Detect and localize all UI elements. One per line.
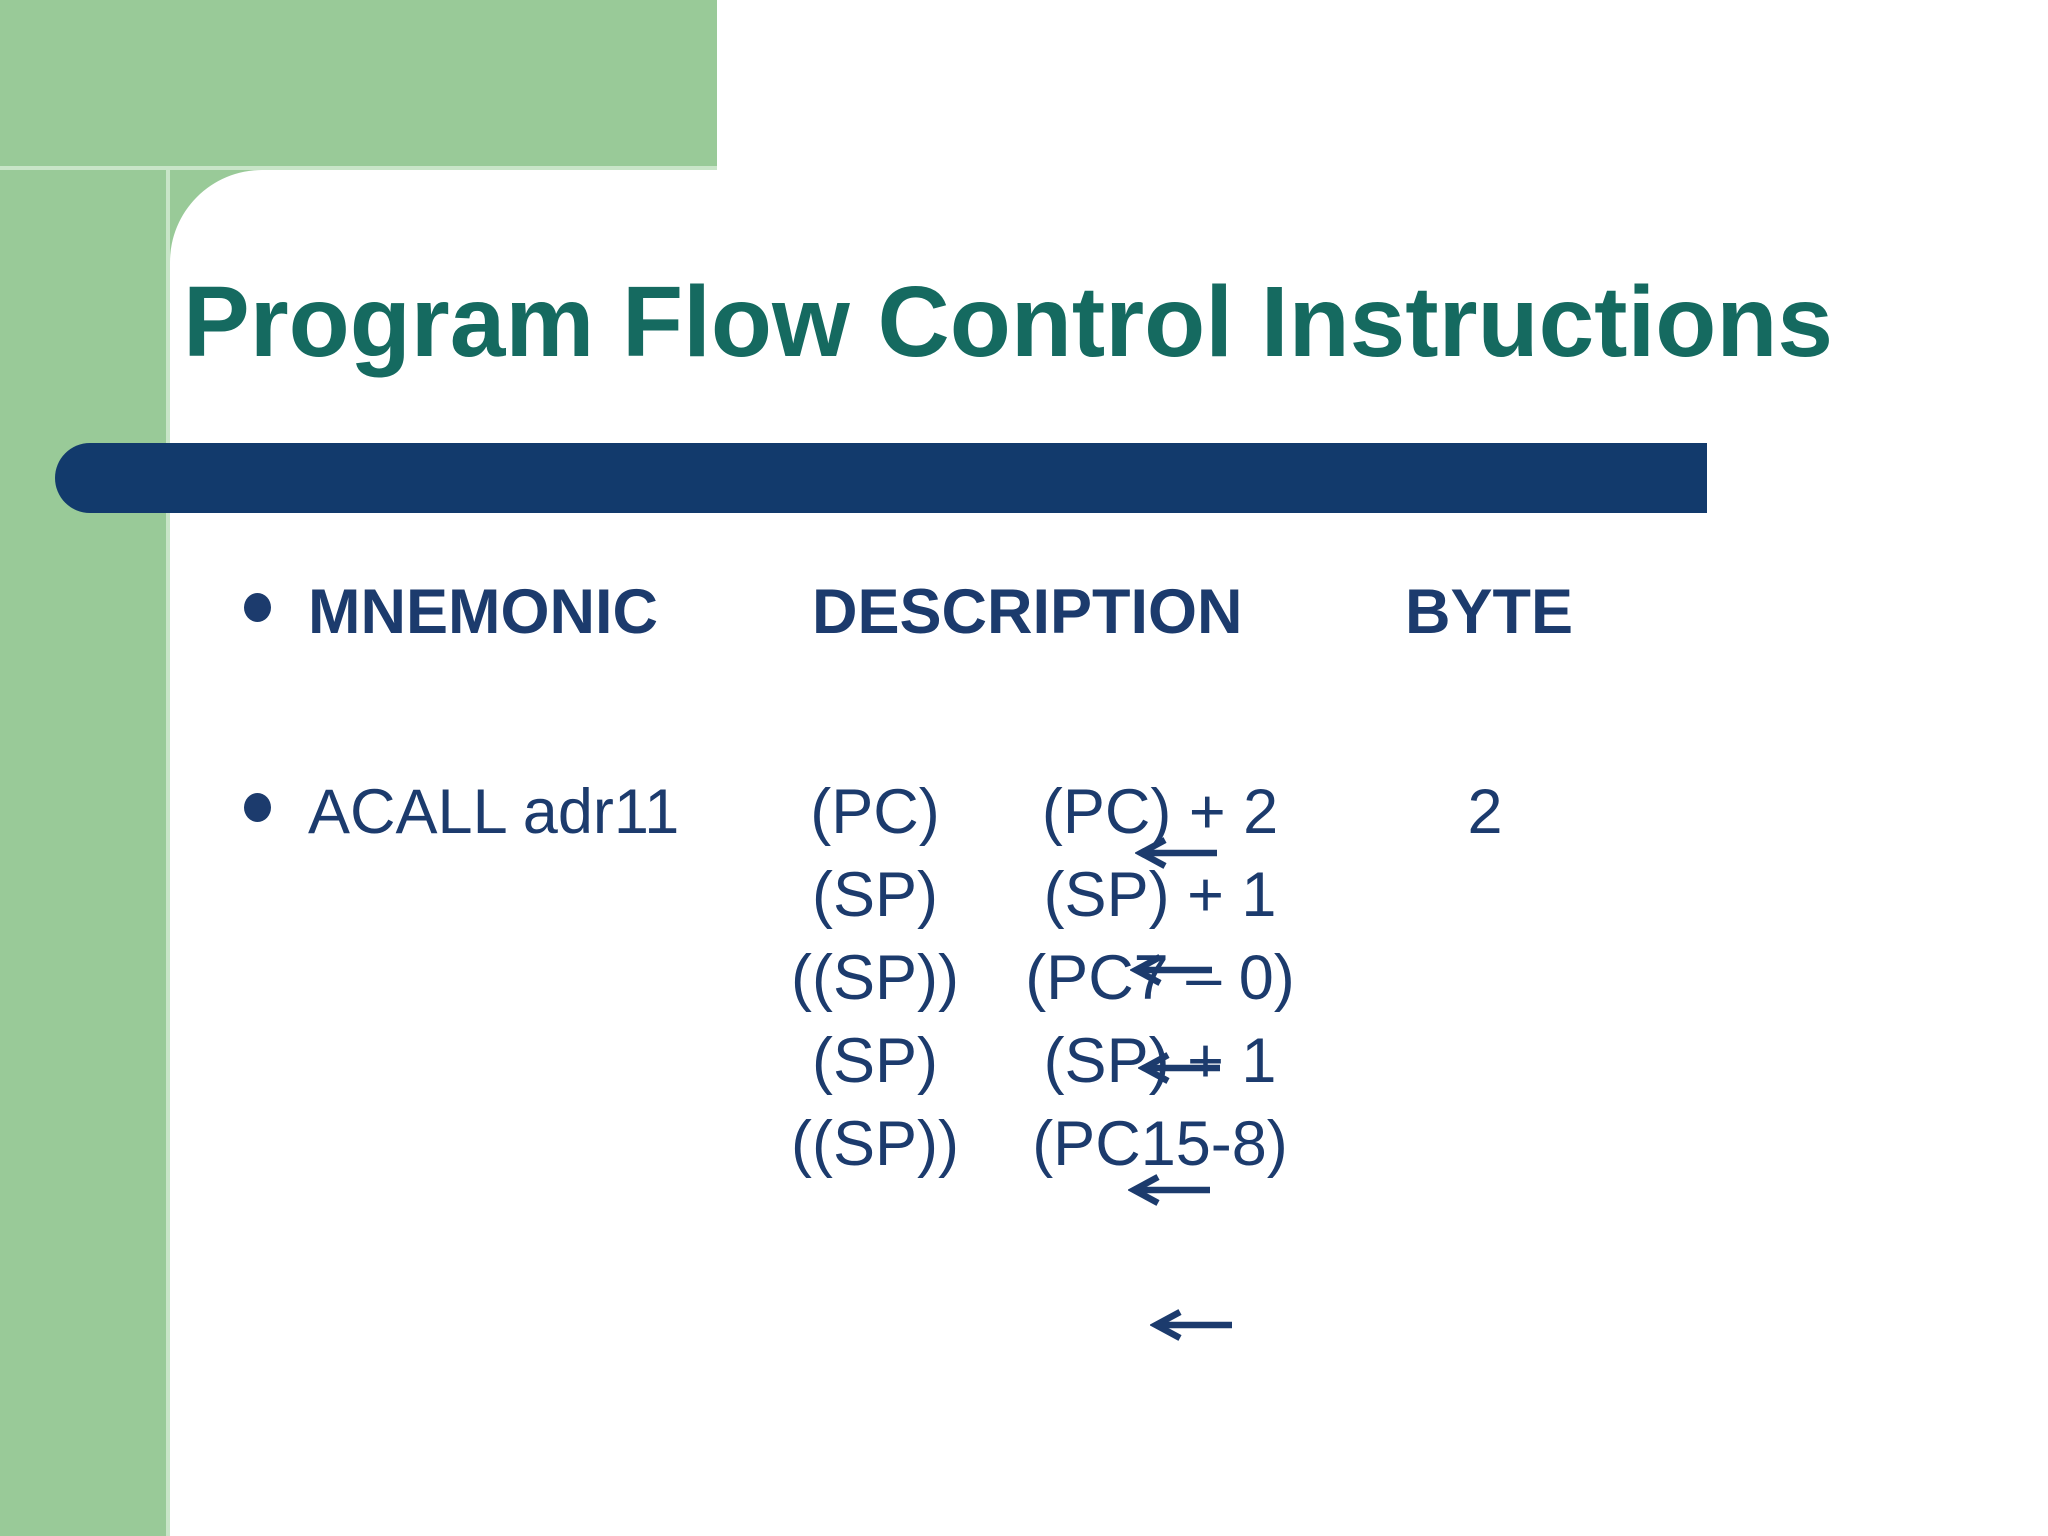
- row-mnemonic: ACALL adr11: [308, 777, 680, 847]
- row-dest: (SP): [812, 860, 938, 930]
- left-arrow-icon: [1135, 837, 1221, 869]
- left-arrow-icon: [1130, 954, 1216, 986]
- slide-title: Program Flow Control Instructions: [183, 266, 1834, 378]
- left-arrow-icon: [1138, 1052, 1224, 1084]
- row-src: (PC) + 2: [1041, 777, 1279, 847]
- green-column-edge: [166, 170, 170, 1536]
- title-underline-bar: [55, 443, 1707, 513]
- row-src: (PC15-8): [1032, 1109, 1288, 1179]
- green-corner-edge: [0, 166, 717, 170]
- header-description: DESCRIPTION: [812, 577, 1243, 647]
- bullet-icon: [244, 593, 271, 622]
- row-dest: ((SP)): [791, 943, 959, 1013]
- header-byte: BYTE: [1405, 577, 1574, 647]
- row-dest: (PC): [810, 777, 940, 847]
- row-dest: (SP): [812, 1026, 938, 1096]
- left-arrow-icon: [1150, 1309, 1236, 1341]
- row-byte: 2: [1467, 777, 1503, 847]
- left-arrow-icon: [1128, 1174, 1214, 1206]
- bullet-icon: [244, 793, 271, 822]
- content-panel: [170, 170, 2048, 1536]
- header-mnemonic: MNEMONIC: [308, 577, 658, 647]
- row-dest: ((SP)): [791, 1109, 959, 1179]
- row-src: (SP) + 1: [1043, 860, 1277, 930]
- top-right-white-region: [717, 0, 2048, 170]
